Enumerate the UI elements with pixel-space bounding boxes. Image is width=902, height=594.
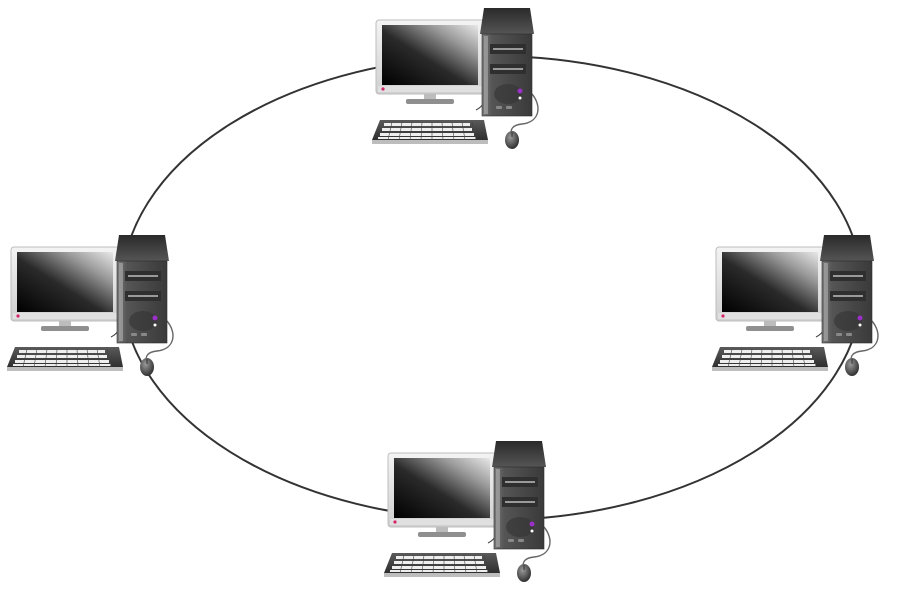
computer-left-icon xyxy=(6,234,174,377)
computer-right-icon xyxy=(711,234,879,377)
computer-bottom-icon xyxy=(383,440,551,583)
computer-top-icon xyxy=(371,7,539,150)
